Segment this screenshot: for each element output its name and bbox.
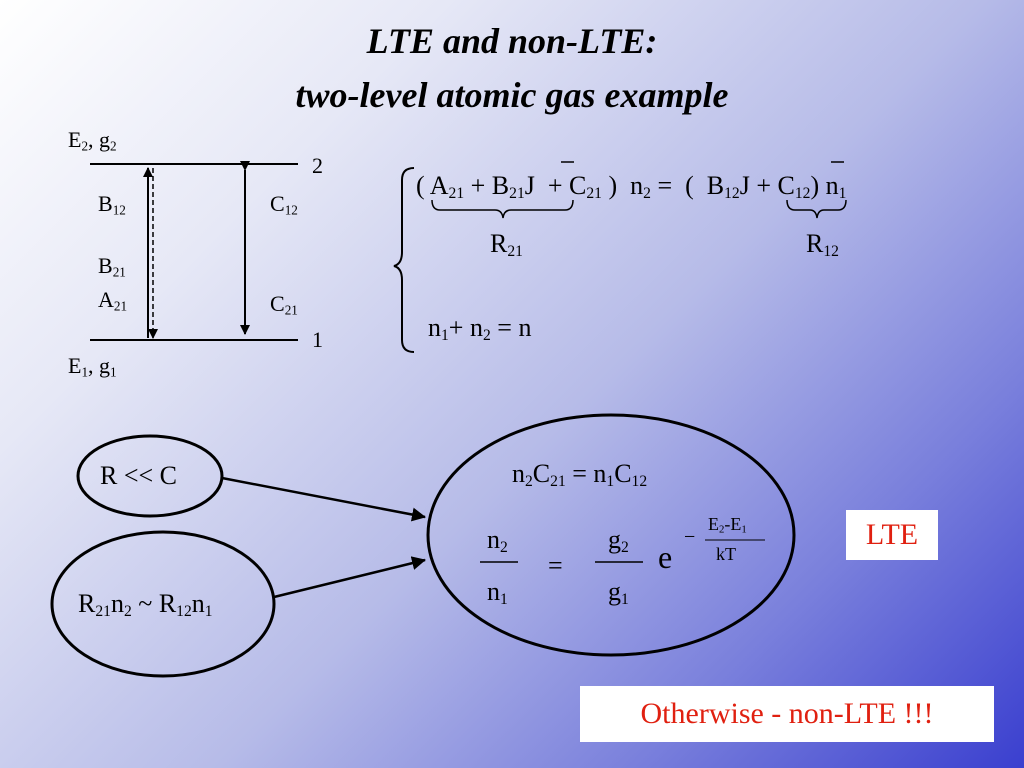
ellipse-rates-balance — [50, 530, 276, 678]
ellipse-lte-result — [426, 413, 796, 657]
conservation-equation: n1+ n2 = n — [428, 313, 532, 344]
exponential-e: e — [658, 539, 673, 575]
boltzmann-equals: = — [548, 551, 563, 580]
statistical-equilibrium-equation: ( A21 + B21J + C21 ) n2 = ( B12J + C12) … — [416, 171, 847, 202]
arrow-top-to-result — [221, 476, 426, 522]
title-line-2: two-level atomic gas example — [295, 75, 729, 115]
weight-numerator: g2 — [608, 525, 629, 556]
title-line-1: LTE and non-LTE: — [366, 21, 658, 61]
exponent-denominator: kT — [716, 544, 736, 564]
r12-label: R12 — [806, 229, 839, 260]
ratio-numerator: n2 — [487, 525, 508, 556]
label-b21: B21 — [98, 253, 126, 280]
lte-label-box: LTE — [846, 510, 938, 560]
exponent-numerator: E2-E1 — [708, 514, 747, 536]
label-c21: C21 — [270, 291, 298, 318]
lower-level-label: E1, g1 — [68, 353, 117, 380]
r12-underbrace — [786, 199, 847, 219]
ellipse-r-less-c — [76, 434, 224, 518]
condition-r-less-c: R << C — [100, 461, 178, 490]
non-lte-label-box: Otherwise - non-LTE !!! — [580, 686, 994, 742]
label-b12: B12 — [98, 191, 126, 218]
system-brace — [393, 167, 415, 353]
arrow-bottom-to-result — [273, 556, 426, 599]
upper-level-number: 2 — [312, 153, 323, 178]
label-c12: C12 — [270, 191, 298, 218]
exponent-minus: − — [684, 526, 696, 548]
label-a21: A21 — [98, 287, 128, 314]
lower-level-number: 1 — [312, 327, 323, 352]
r21-underbrace — [431, 199, 574, 219]
upper-level-label: E2, g2 — [68, 127, 117, 154]
weight-denominator: g1 — [608, 577, 629, 608]
ratio-denominator: n1 — [487, 577, 508, 608]
condition-rates-balance: R21n2 ~ R12n1 — [78, 589, 213, 620]
collisional-balance-equation: n2C21 = n1C12 — [512, 459, 648, 490]
r21-label: R21 — [490, 229, 523, 260]
